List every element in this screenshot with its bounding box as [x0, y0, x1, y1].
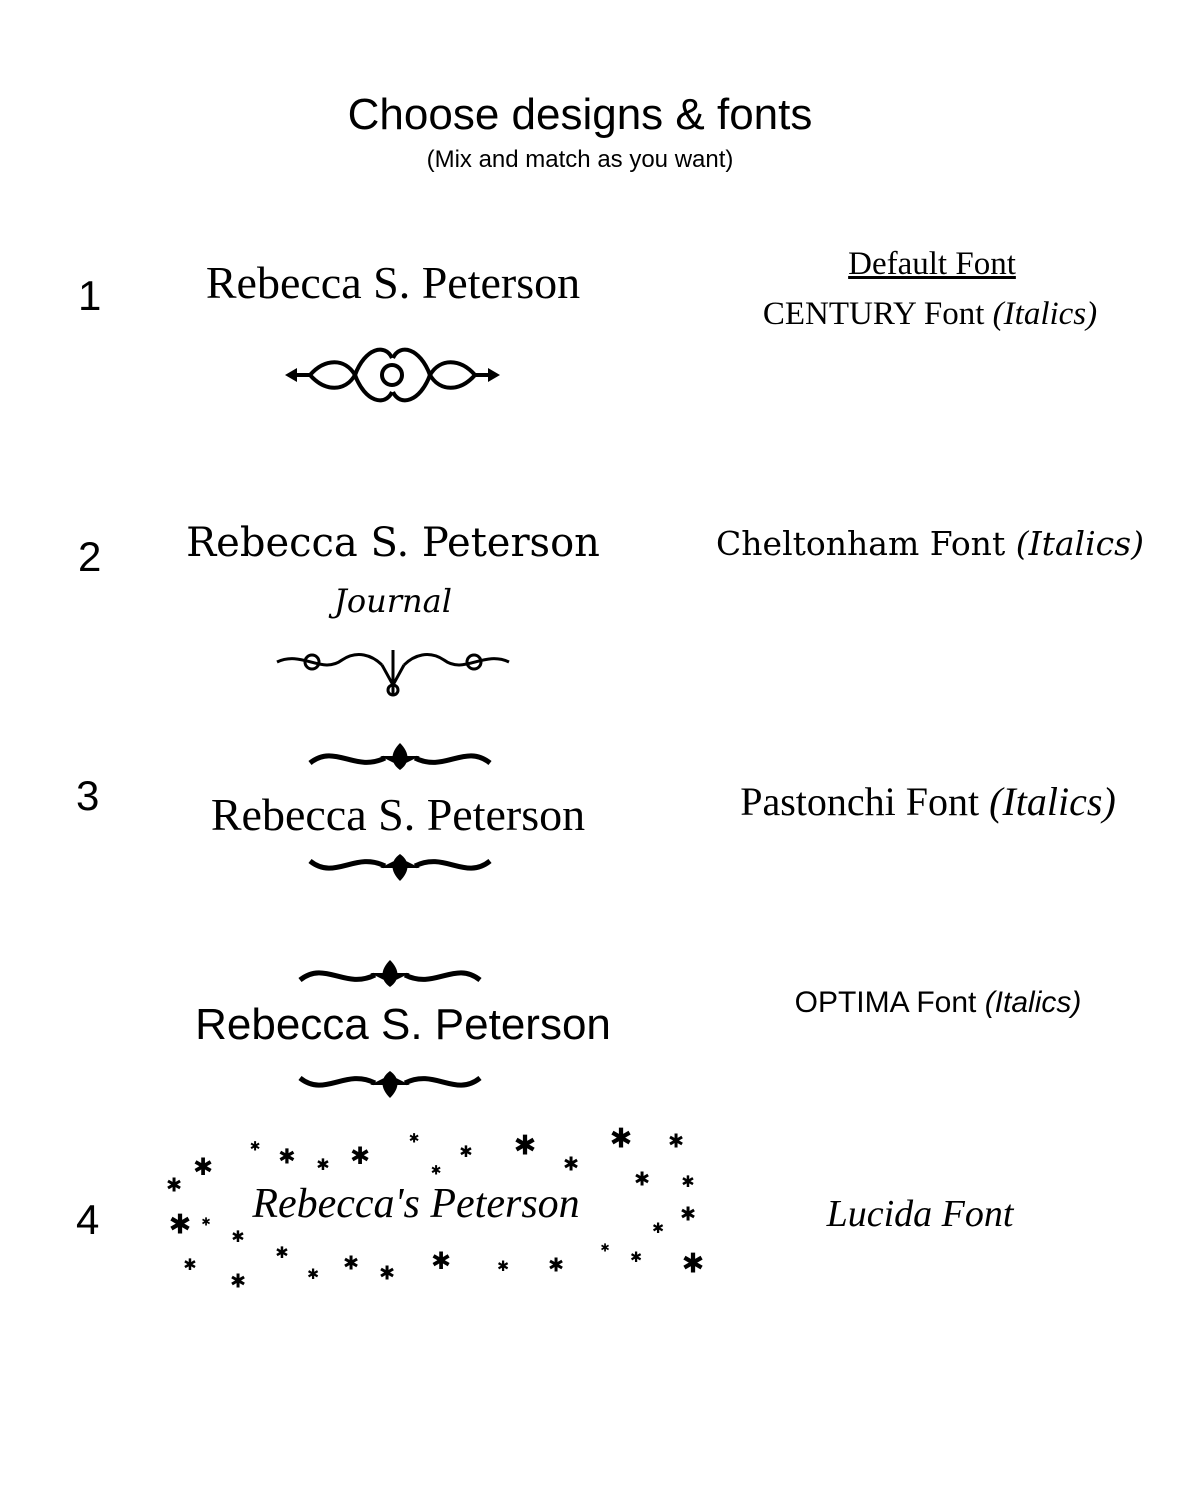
star-icon: ✱	[513, 1130, 537, 1162]
star-icon: ✱	[609, 1123, 633, 1155]
ornament-scroll-icon	[276, 650, 510, 697]
star-icon: ✱	[349, 1142, 371, 1170]
design-2-font-label: Cheltonham Font (Italics)	[716, 524, 1144, 563]
star-icon: ✱	[306, 1266, 320, 1283]
star-icon: ✱	[430, 1163, 442, 1179]
star-icon: ✱	[679, 1202, 697, 1226]
ornament-damask-icon	[285, 347, 500, 403]
star-icon: ✱	[562, 1152, 580, 1176]
star-icon: ✱	[667, 1129, 685, 1153]
star-icon: ✱	[316, 1155, 330, 1174]
star-icon: ✱	[342, 1251, 360, 1275]
design-number-1: 1	[78, 272, 102, 319]
star-icon: ✱	[229, 1269, 247, 1293]
star-icon: ✱	[183, 1255, 197, 1274]
star-icon: ✱	[201, 1215, 211, 1229]
star-icon: ✱	[681, 1248, 705, 1280]
star-icon: ✱	[192, 1153, 214, 1181]
star-icon: ✱	[378, 1261, 396, 1285]
star-icon: ✱	[278, 1144, 296, 1169]
star-icon: ✱	[633, 1167, 651, 1191]
star-icon: ✱	[496, 1258, 510, 1275]
design-optima-name: Rebecca S. Peterson	[195, 1000, 611, 1049]
page-title: Choose designs & fonts	[347, 90, 813, 139]
star-icon: ✱	[629, 1249, 643, 1266]
ornament-flourish-top-icon	[298, 960, 482, 987]
star-icon: ✱	[408, 1131, 420, 1147]
star-icon: ✱	[249, 1139, 261, 1155]
ornament-flourish-top-icon	[308, 743, 492, 770]
star-icon: ✱	[651, 1220, 665, 1237]
ornament-flourish-bottom-icon	[298, 1071, 482, 1098]
page-subtitle: (Mix and match as you want)	[426, 146, 734, 173]
design-2-subtitle: Journal	[334, 582, 452, 620]
design-number-2: 2	[78, 533, 102, 580]
design-number-4: 4	[76, 1196, 100, 1243]
design-1-name: Rebecca S. Peterson	[205, 257, 581, 308]
design-1-font-heading: Default Font	[848, 246, 1016, 282]
star-icon: ✱	[275, 1243, 289, 1262]
star-icon: ✱	[600, 1241, 610, 1255]
design-4-name: Rebecca's Peterson	[252, 1181, 580, 1227]
design-1-font-label: CENTURY Font (Italics)	[762, 296, 1098, 332]
star-icon: ✱	[459, 1142, 473, 1161]
star-icon: ✱	[547, 1253, 565, 1277]
star-icon: ✱	[165, 1173, 183, 1197]
star-icon: ✱	[168, 1209, 192, 1241]
ornament-flourish-bottom-icon	[308, 854, 492, 881]
design-3-font-label: Pastonchi Font (Italics)	[740, 779, 1116, 824]
design-number-3: 3	[76, 772, 100, 819]
design-2-name: Rebecca S. Peterson	[186, 520, 600, 566]
design-4-font-label: Lucida Font	[826, 1193, 1014, 1235]
design-optima-font-label: OPTIMA Font (Italics)	[794, 986, 1082, 1019]
star-icon: ✱	[231, 1227, 245, 1246]
star-icon: ✱	[430, 1247, 452, 1275]
design-3-name: Rebecca S. Peterson	[210, 789, 586, 840]
star-icon: ✱	[681, 1172, 695, 1191]
